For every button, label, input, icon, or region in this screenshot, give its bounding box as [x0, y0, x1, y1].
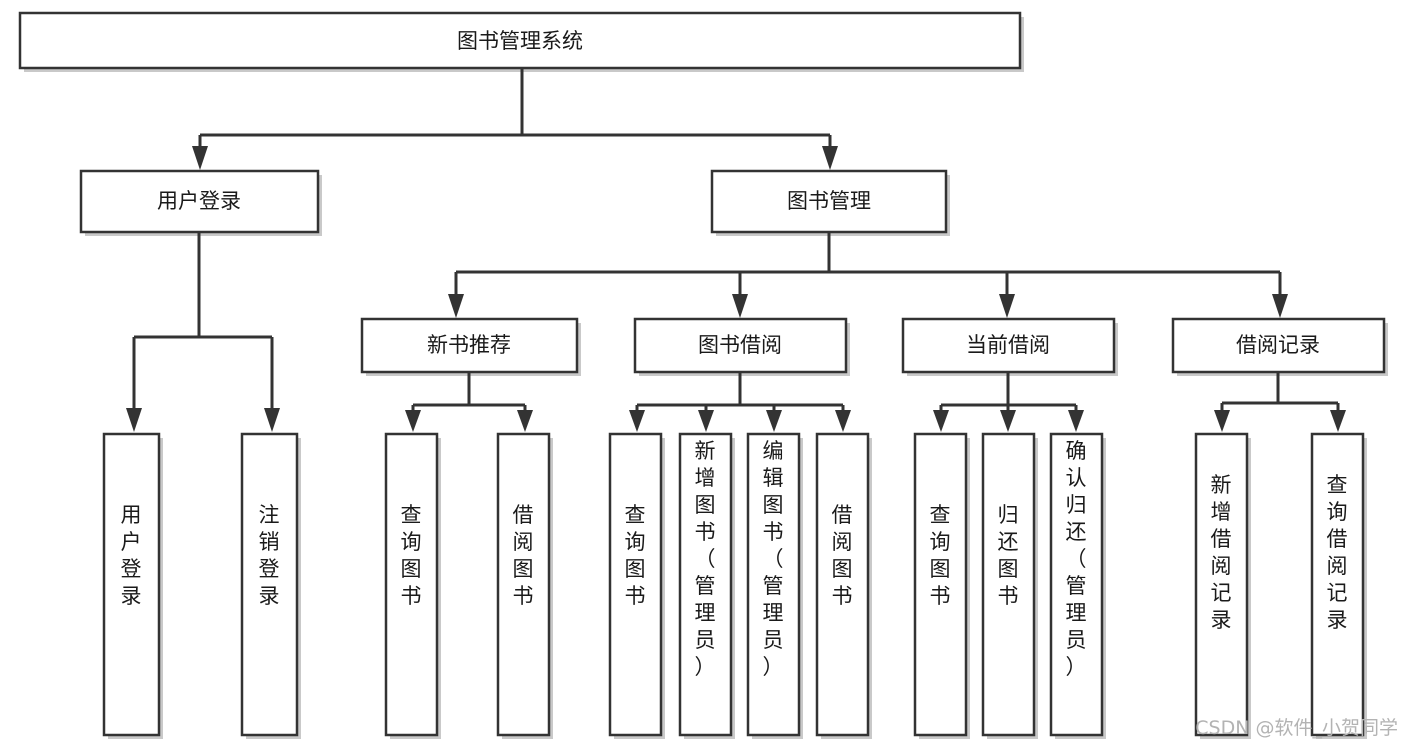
connector-current-borrow-to-leaves: [933, 372, 1084, 432]
leaf-borrow-book-1-label: 借阅图书: [513, 503, 534, 608]
leaf-borrow-book-2-label: 借阅图书: [832, 503, 853, 608]
arrow-to-leaf-query-book-1: [405, 410, 421, 432]
connector-book-borrow-to-leaves: [629, 372, 851, 432]
leaf-query-book-2-box: [608, 432, 663, 737]
root-box: [18, 11, 1022, 70]
arrow-to-new-book-recommend: [448, 294, 464, 318]
arrow-to-leaf-edit-book: [766, 410, 782, 432]
leaf-add-record-label: 新增借阅记录: [1211, 473, 1232, 632]
current-borrow-label: 当前借阅: [966, 333, 1050, 357]
arrow-to-book-manage: [822, 146, 838, 170]
leaf-query-book-3-label: 查询图书: [930, 503, 951, 608]
root-label: 图书管理系统: [457, 29, 583, 53]
borrow-record-box: [1171, 317, 1386, 374]
leaf-user-login-box: [102, 432, 161, 737]
leaf-add-book-box: [678, 432, 733, 737]
node-root[interactable]: 图书管理系统: [18, 11, 1024, 72]
arrow-to-borrow-record: [1272, 294, 1288, 318]
leaf-add-book-label: 新增图书（管理员）: [695, 439, 716, 679]
arrow-to-leaf-logout: [264, 408, 280, 432]
connector-borrow-record-to-leaves: [1214, 372, 1346, 432]
leaf-node-query-book-2[interactable]: 查询图书: [608, 432, 665, 739]
book-manage-label: 图书管理: [787, 189, 871, 213]
leaf-node-add-book[interactable]: 新增图书（管理员）: [678, 432, 735, 739]
arrow-to-leaf-query-book-2: [629, 410, 645, 432]
connector-new-book-recommend-to-leaves: [405, 372, 533, 432]
connector-user-login-to-leaves: [126, 232, 280, 432]
leaf-return-book-box: [981, 432, 1036, 737]
leaf-borrow-book-2-box: [815, 432, 870, 737]
leaf-logout-label: 注销登录: [259, 503, 280, 608]
leaf-node-query-book-1[interactable]: 查询图书: [384, 432, 441, 739]
leaf-query-record-label: 查询借阅记录: [1327, 473, 1348, 632]
leaf-query-book-1-label: 查询图书: [401, 503, 422, 608]
book-manage-box: [710, 169, 948, 234]
arrow-to-leaf-borrow-book-2: [835, 410, 851, 432]
node-borrow-record[interactable]: 借阅记录: [1171, 317, 1388, 376]
leaf-add-record-box: [1194, 432, 1249, 737]
arrow-to-current-borrow: [999, 294, 1015, 318]
user-login-label: 用户登录: [157, 189, 241, 213]
leaf-node-query-record[interactable]: 查询借阅记录: [1310, 432, 1367, 739]
leaf-query-book-2-label: 查询图书: [625, 503, 646, 608]
arrow-to-book-borrow: [732, 294, 748, 318]
leaf-user-login-label: 用户登录: [121, 503, 142, 608]
arrow-to-leaf-query-book-3: [933, 410, 949, 432]
leaf-edit-book-label: 编辑图书（管理员）: [763, 439, 784, 679]
arrow-to-leaf-borrow-book-1: [517, 410, 533, 432]
connector-book-manage-to-level3: [448, 232, 1288, 318]
borrow-record-label: 借阅记录: [1236, 333, 1320, 357]
csdn-watermark: CSDN @软件_小贺同学: [1195, 717, 1398, 739]
leaf-borrow-book-1-box: [496, 432, 551, 737]
node-book-borrow[interactable]: 图书借阅: [633, 317, 850, 376]
node-current-borrow[interactable]: 当前借阅: [901, 317, 1118, 376]
leaf-node-add-record[interactable]: 新增借阅记录: [1194, 432, 1251, 739]
leaf-return-book-label: 归还图书: [998, 503, 1019, 608]
leaf-node-borrow-book-2[interactable]: 借阅图书: [815, 432, 872, 739]
leaf-confirm-return-label: 确认归还（管理员）: [1066, 439, 1087, 679]
leaf-node-query-book-3[interactable]: 查询图书: [913, 432, 970, 739]
leaf-query-book-3-box: [913, 432, 968, 737]
leaf-node-return-book[interactable]: 归还图书: [981, 432, 1038, 739]
leaf-node-confirm-return[interactable]: 确认归还（管理员）: [1049, 432, 1106, 739]
leaf-node-edit-book[interactable]: 编辑图书（管理员）: [746, 432, 803, 739]
leaf-node-user-login[interactable]: 用户登录: [102, 432, 163, 739]
connector-root-to-level2: [192, 68, 838, 170]
arrow-to-leaf-user-login: [126, 408, 142, 432]
leaf-query-record-box: [1310, 432, 1365, 737]
current-borrow-box: [901, 317, 1116, 374]
arrow-to-user-login: [192, 146, 208, 170]
leaf-edit-book-box: [746, 432, 801, 737]
leaf-node-borrow-book-1[interactable]: 借阅图书: [496, 432, 553, 739]
arrow-to-leaf-add-book: [698, 410, 714, 432]
new-book-recommend-label: 新书推荐: [427, 333, 511, 357]
leaf-node-logout[interactable]: 注销登录: [240, 432, 301, 739]
arrow-to-leaf-return-book: [1000, 410, 1016, 432]
leaf-confirm-return-box: [1049, 432, 1104, 737]
node-user-login[interactable]: 用户登录: [79, 169, 322, 236]
leaf-query-book-1-box: [384, 432, 439, 737]
leaf-logout-box: [240, 432, 299, 737]
node-book-manage[interactable]: 图书管理: [710, 169, 950, 236]
arrow-to-leaf-query-record: [1330, 410, 1346, 432]
user-login-box: [79, 169, 320, 234]
arrow-to-leaf-confirm-return: [1068, 410, 1084, 432]
arrow-to-leaf-add-record: [1214, 410, 1230, 432]
new-book-recommend-box: [360, 317, 579, 374]
node-new-book-recommend[interactable]: 新书推荐: [360, 317, 581, 376]
book-borrow-label: 图书借阅: [698, 333, 782, 357]
